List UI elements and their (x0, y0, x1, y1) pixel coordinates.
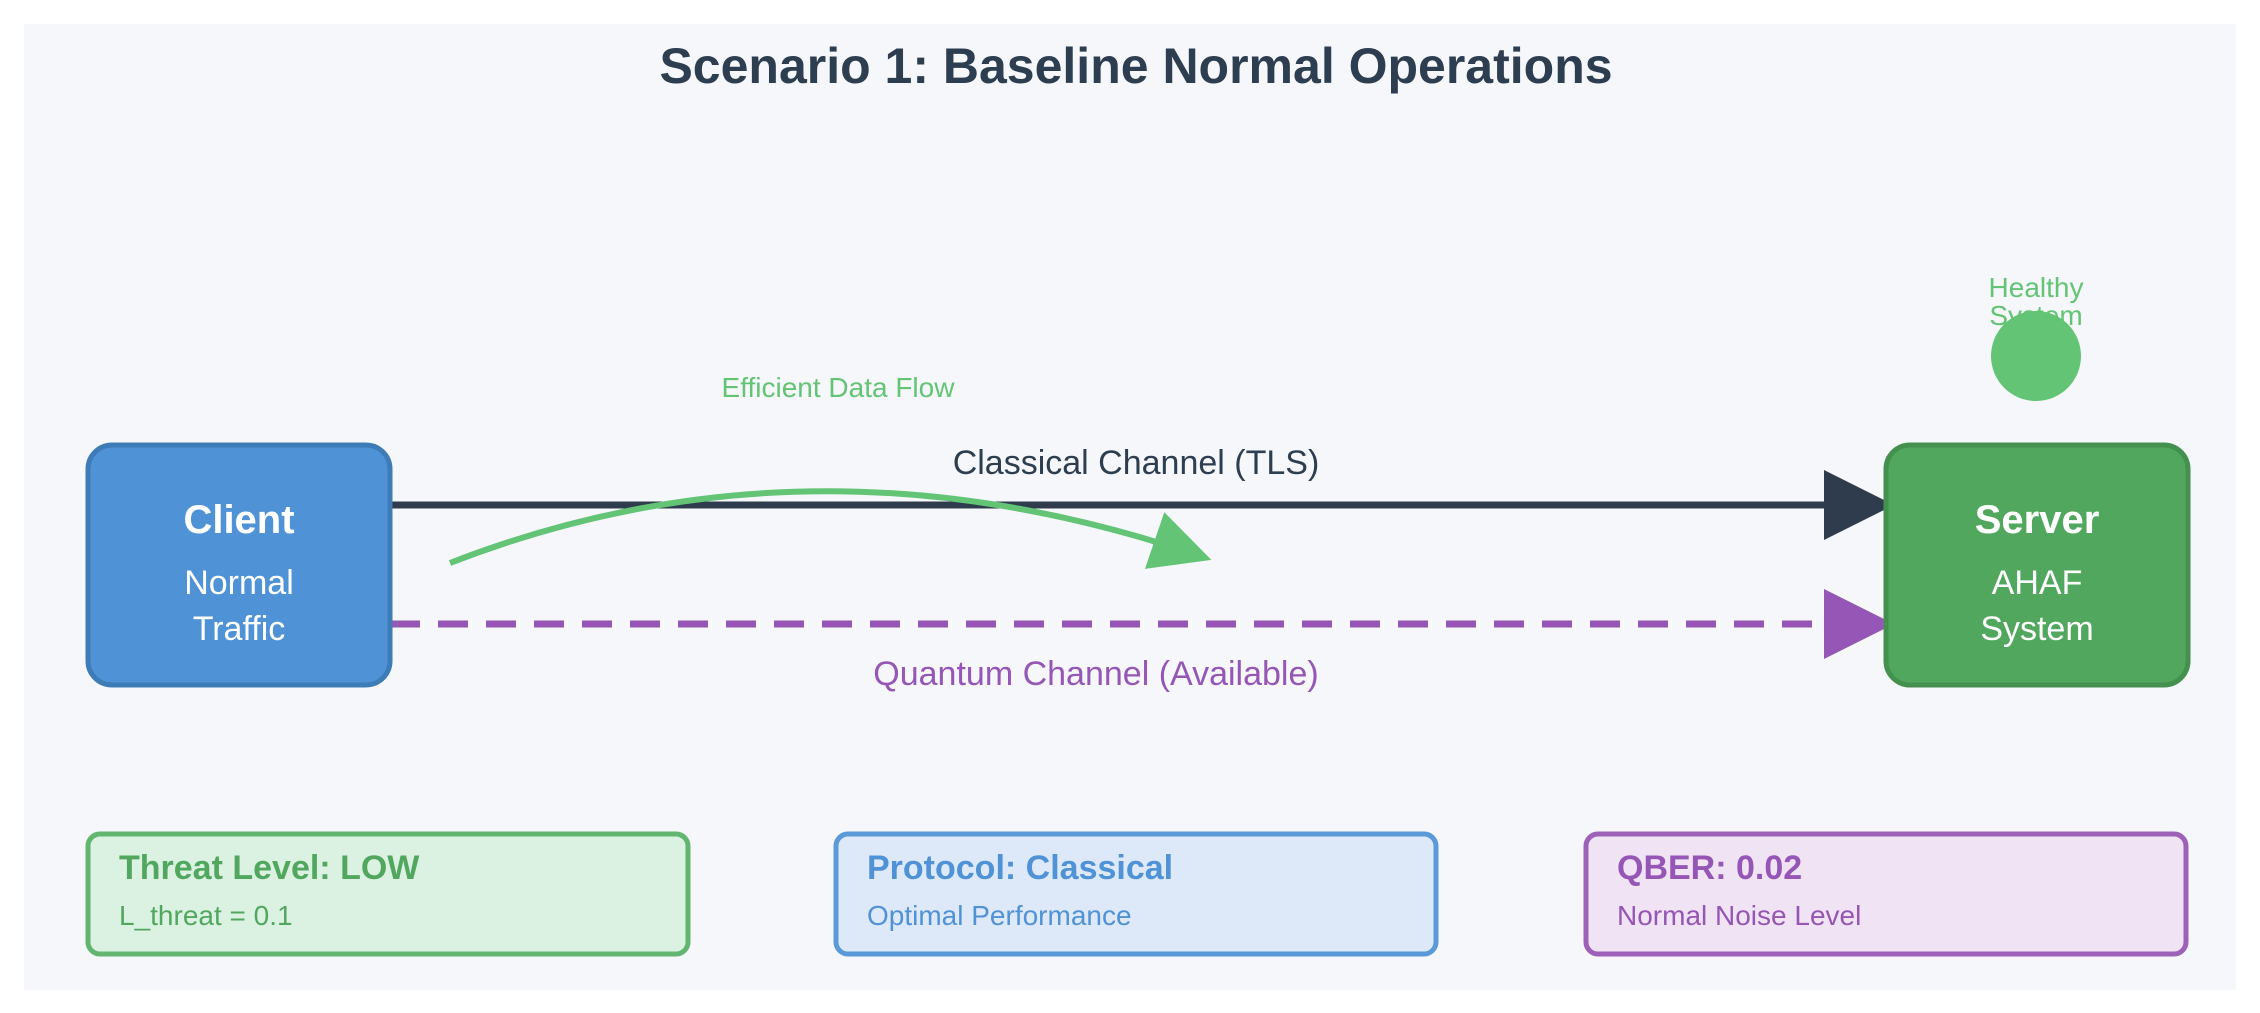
health-indicator-dot (1991, 311, 2081, 401)
server-line-2: System (1980, 610, 2093, 648)
protocol-title: Protocol: Classical (867, 849, 1173, 887)
protocol-detail: Optimal Performance (867, 900, 1132, 931)
threat-level-detail: L_threat = 0.1 (119, 900, 293, 931)
protocol-panel (833, 831, 1439, 957)
diagram-title: Scenario 1: Baseline Normal Operations (659, 38, 1612, 94)
threat-level-panel (85, 831, 691, 957)
client-line-2: Traffic (193, 610, 286, 648)
classical-channel-label: Classical Channel (TLS) (953, 444, 1320, 482)
data-flow-arrow (448, 488, 1212, 569)
server-line-1: AHAF (1992, 564, 2083, 602)
health-label-line-1: Healthy (1989, 272, 2084, 303)
client-node (85, 442, 393, 688)
quantum-channel-label: Quantum Channel (Available) (873, 655, 1318, 693)
threat-level-title: Threat Level: LOW (119, 849, 420, 887)
server-node (1883, 442, 2191, 688)
client-line-1: Normal (184, 564, 294, 602)
client-title: Client (183, 498, 294, 542)
qber-panel (1583, 831, 2189, 957)
health-label-line-2: System (1989, 300, 2082, 331)
server-title: Server (1975, 498, 2100, 542)
qber-detail: Normal Noise Level (1617, 900, 1861, 931)
data-flow-label: Efficient Data Flow (722, 372, 956, 403)
qber-title: QBER: 0.02 (1617, 849, 1802, 887)
